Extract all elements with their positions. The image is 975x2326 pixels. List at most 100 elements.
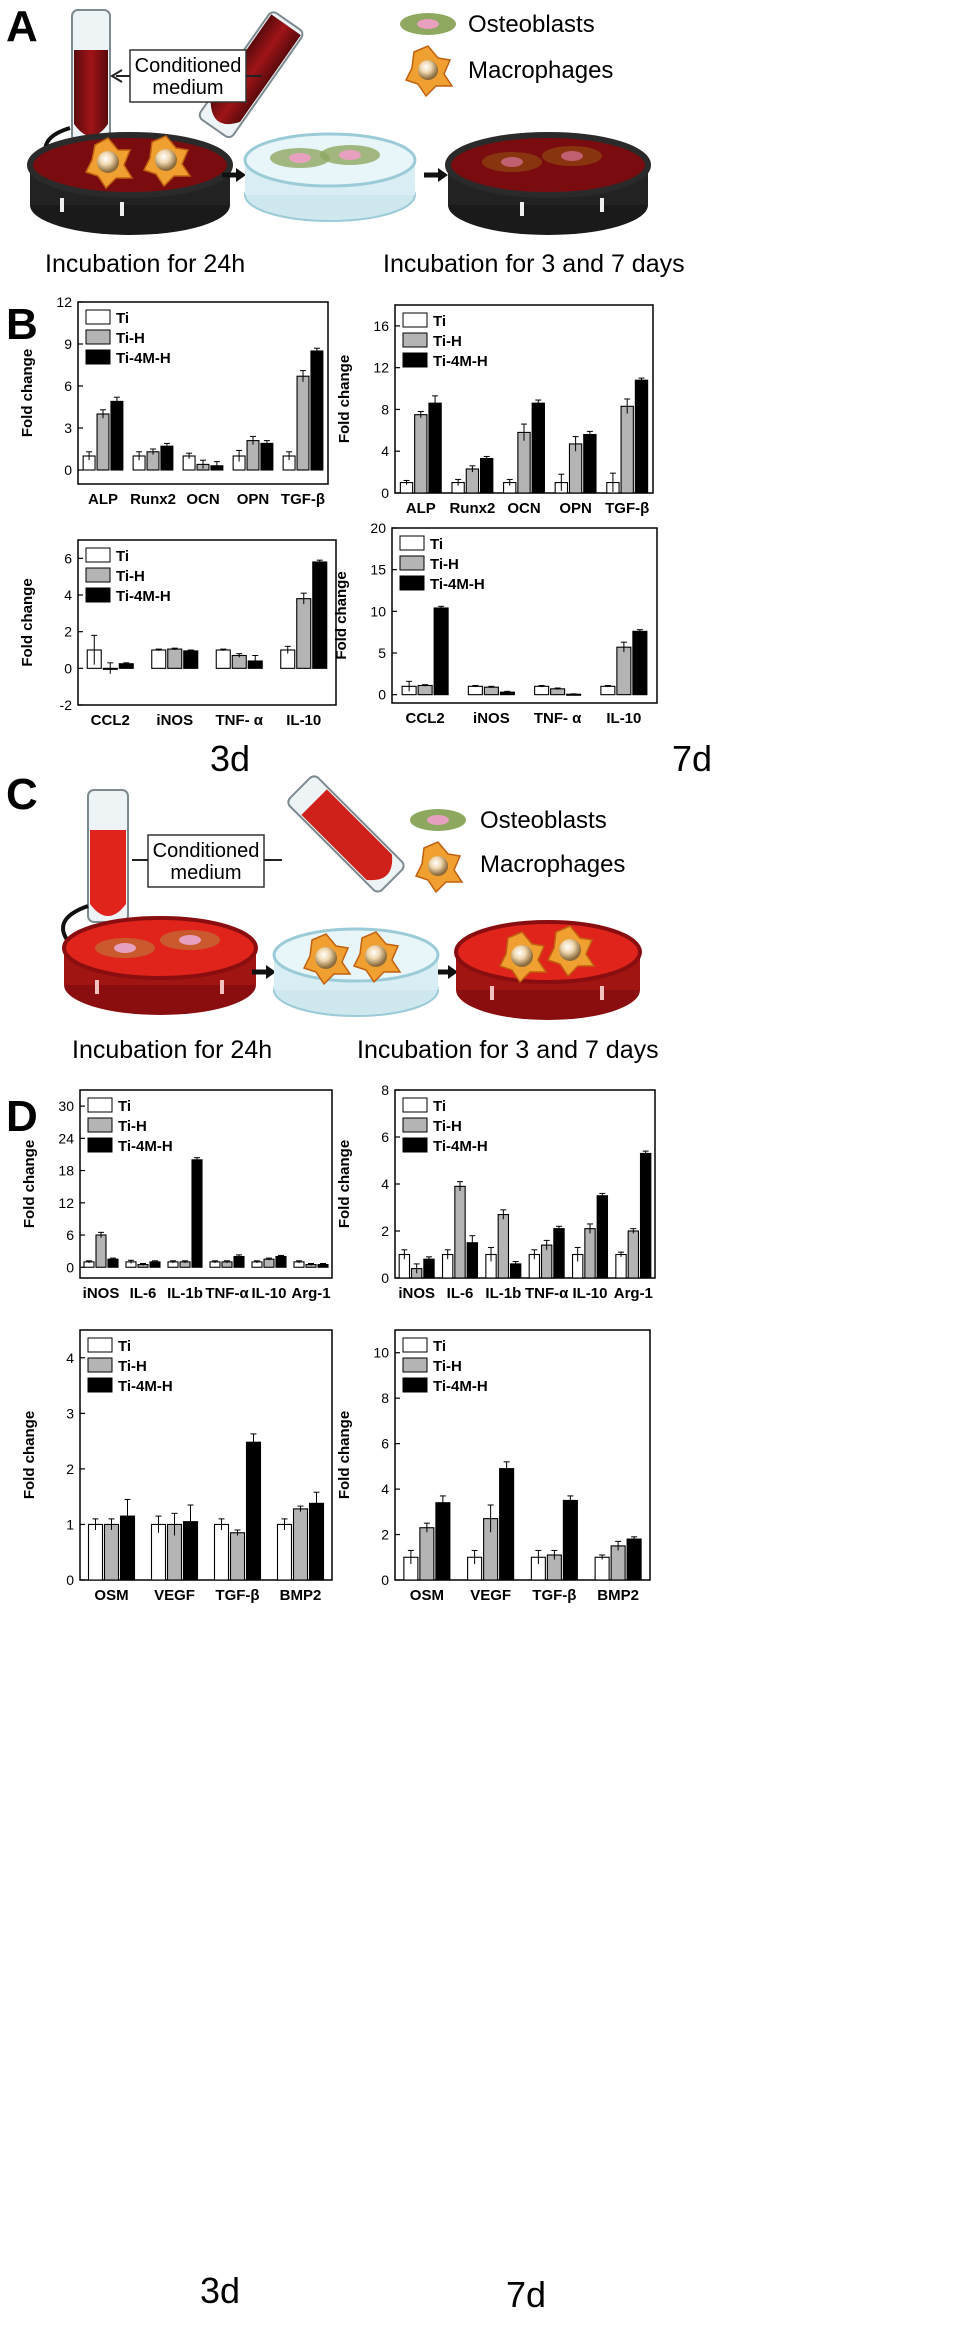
- y-tick-label: 6: [64, 378, 72, 394]
- bar-Ti-4M-H-TGF-β: [245, 1441, 262, 1581]
- bar-Ti-H-TGF-β: [296, 375, 310, 471]
- legend-label: Ti-H: [433, 1358, 462, 1375]
- conditioned-medium-label: Conditioned: [153, 840, 260, 862]
- legend-swatch: [399, 555, 425, 571]
- y-tick-label: 30: [58, 1098, 74, 1114]
- y-tick-label: 0: [66, 1259, 74, 1275]
- panel-letter-c: C: [6, 770, 38, 819]
- legend-swatch: [87, 1097, 113, 1113]
- bar-Ti-H-IL-10: [296, 598, 312, 669]
- dish-osteoblasts-clear: [243, 132, 417, 222]
- dish-osteoblasts-dark: [445, 132, 651, 235]
- macrophage-cell-icon: [84, 137, 134, 190]
- x-tick-label: TNF- α: [534, 710, 582, 727]
- x-tick-label: iNOS: [398, 1285, 435, 1302]
- bar-Ti-4M-H-iNOS: [423, 1258, 435, 1279]
- x-tick-label: TGF-β: [532, 1587, 576, 1604]
- bar-Ti-IL-10: [600, 685, 616, 696]
- bar-Ti-Arg-1: [615, 1253, 627, 1279]
- bar-Ti-H-CCL2: [417, 684, 433, 696]
- x-tick-label: Arg-1: [614, 1285, 653, 1302]
- y-axis-label: Fold change: [19, 578, 36, 666]
- y-tick-label: 2: [64, 624, 72, 640]
- y-axis-label: Fold change: [21, 1411, 38, 1499]
- y-tick-label: 8: [381, 1390, 389, 1406]
- bar-Ti-H-TNF- α: [231, 654, 247, 669]
- legend-swatch: [85, 567, 111, 583]
- x-tick-label: IL-10: [251, 1285, 286, 1302]
- x-tick-label: IL-10: [286, 712, 321, 729]
- x-tick-label: BMP2: [597, 1587, 639, 1604]
- legend-swatch: [85, 547, 111, 563]
- legend-macrophage-icon: [404, 45, 454, 98]
- y-tick-label: 24: [58, 1130, 74, 1146]
- legend-macrophages: Macrophages: [480, 851, 625, 878]
- x-tick-label: TNF- α: [215, 712, 263, 729]
- bar-Ti-TGF-β: [213, 1523, 230, 1581]
- y-tick-label: -2: [60, 697, 73, 713]
- legend-swatch: [402, 352, 428, 368]
- legend-label: Ti-4M-H: [433, 1138, 488, 1155]
- x-tick-label: TGF-β: [605, 500, 649, 517]
- y-tick-label: 20: [370, 520, 386, 536]
- legend-label: Ti: [116, 548, 129, 565]
- day-label-d-3d: 3d: [200, 2270, 241, 2311]
- legend-swatch: [399, 535, 425, 551]
- scheme-a-illustration: Conditioned medium: [27, 9, 685, 278]
- legend-swatch: [402, 1117, 428, 1133]
- test-tube-icon: [87, 789, 129, 923]
- bar-Ti-4M-H-OPN: [583, 433, 597, 494]
- y-tick-label: 0: [64, 660, 72, 676]
- x-tick-label: Runx2: [130, 491, 176, 508]
- bar-Ti-H-ALP: [96, 413, 110, 471]
- bar-Ti-H-iNOS: [95, 1234, 107, 1268]
- bar-Ti-4M-H-Runx2: [160, 445, 174, 471]
- bar-Ti-4M-H-VEGF: [499, 1468, 515, 1581]
- legend-label: Ti-4M-H: [433, 1378, 488, 1395]
- y-tick-label: 1: [66, 1516, 74, 1532]
- bar-Ti-H-BMP2: [292, 1508, 309, 1581]
- plot-frame: [77, 539, 337, 706]
- dish-osteoblasts-red: [62, 916, 258, 1015]
- y-tick-label: 4: [66, 1350, 74, 1366]
- legend-swatch: [402, 1377, 428, 1393]
- x-tick-label: VEGF: [470, 1587, 511, 1604]
- legend-label: Ti-4M-H: [118, 1378, 173, 1395]
- x-tick-label: CCL2: [91, 712, 130, 729]
- bar-Ti-H-OSM: [419, 1527, 435, 1581]
- y-axis-label: Fold change: [333, 571, 350, 659]
- legend-label: Ti: [118, 1338, 131, 1355]
- x-tick-label: TGF-β: [281, 491, 325, 508]
- y-tick-label: 16: [373, 318, 389, 334]
- y-tick-label: 12: [58, 1195, 74, 1211]
- bar-Ti-4M-H-TGF-β: [634, 379, 649, 494]
- x-tick-label: OCN: [507, 500, 540, 517]
- y-tick-label: 2: [381, 1223, 389, 1239]
- legend-label: Ti-H: [116, 568, 145, 585]
- bar-Ti-TNF- α: [215, 649, 231, 669]
- bar-Ti-4M-H-IL-10: [312, 561, 328, 669]
- legend-swatch: [87, 1137, 113, 1153]
- x-tick-label: IL-6: [447, 1285, 474, 1302]
- y-tick-label: 2: [66, 1461, 74, 1477]
- legend-label: Ti-H: [118, 1118, 147, 1135]
- bar-Ti-H-IL-10: [263, 1258, 275, 1268]
- y-tick-label: 6: [381, 1129, 389, 1145]
- legend-macrophage-icon: [414, 841, 464, 894]
- y-tick-label: 3: [66, 1405, 74, 1421]
- bar-Ti-4M-H-ALP: [428, 402, 442, 494]
- day-label-b-7d: 7d: [672, 738, 713, 779]
- legend-osteoblast-icon: [410, 809, 466, 831]
- y-tick-label: 0: [381, 485, 389, 501]
- panel-letter-b: B: [6, 300, 38, 349]
- y-tick-label: 0: [64, 462, 72, 478]
- dish-macrophages-clear: [272, 927, 440, 1017]
- bar-Ti-4M-H-TGF-β: [562, 1499, 578, 1581]
- y-tick-label: 12: [373, 360, 389, 376]
- bar-Ti-H-TGF-β: [620, 405, 634, 494]
- x-tick-label: OCN: [186, 491, 219, 508]
- y-tick-label: 0: [66, 1572, 74, 1588]
- y-tick-label: 0: [381, 1270, 389, 1286]
- legend-swatch: [85, 309, 111, 325]
